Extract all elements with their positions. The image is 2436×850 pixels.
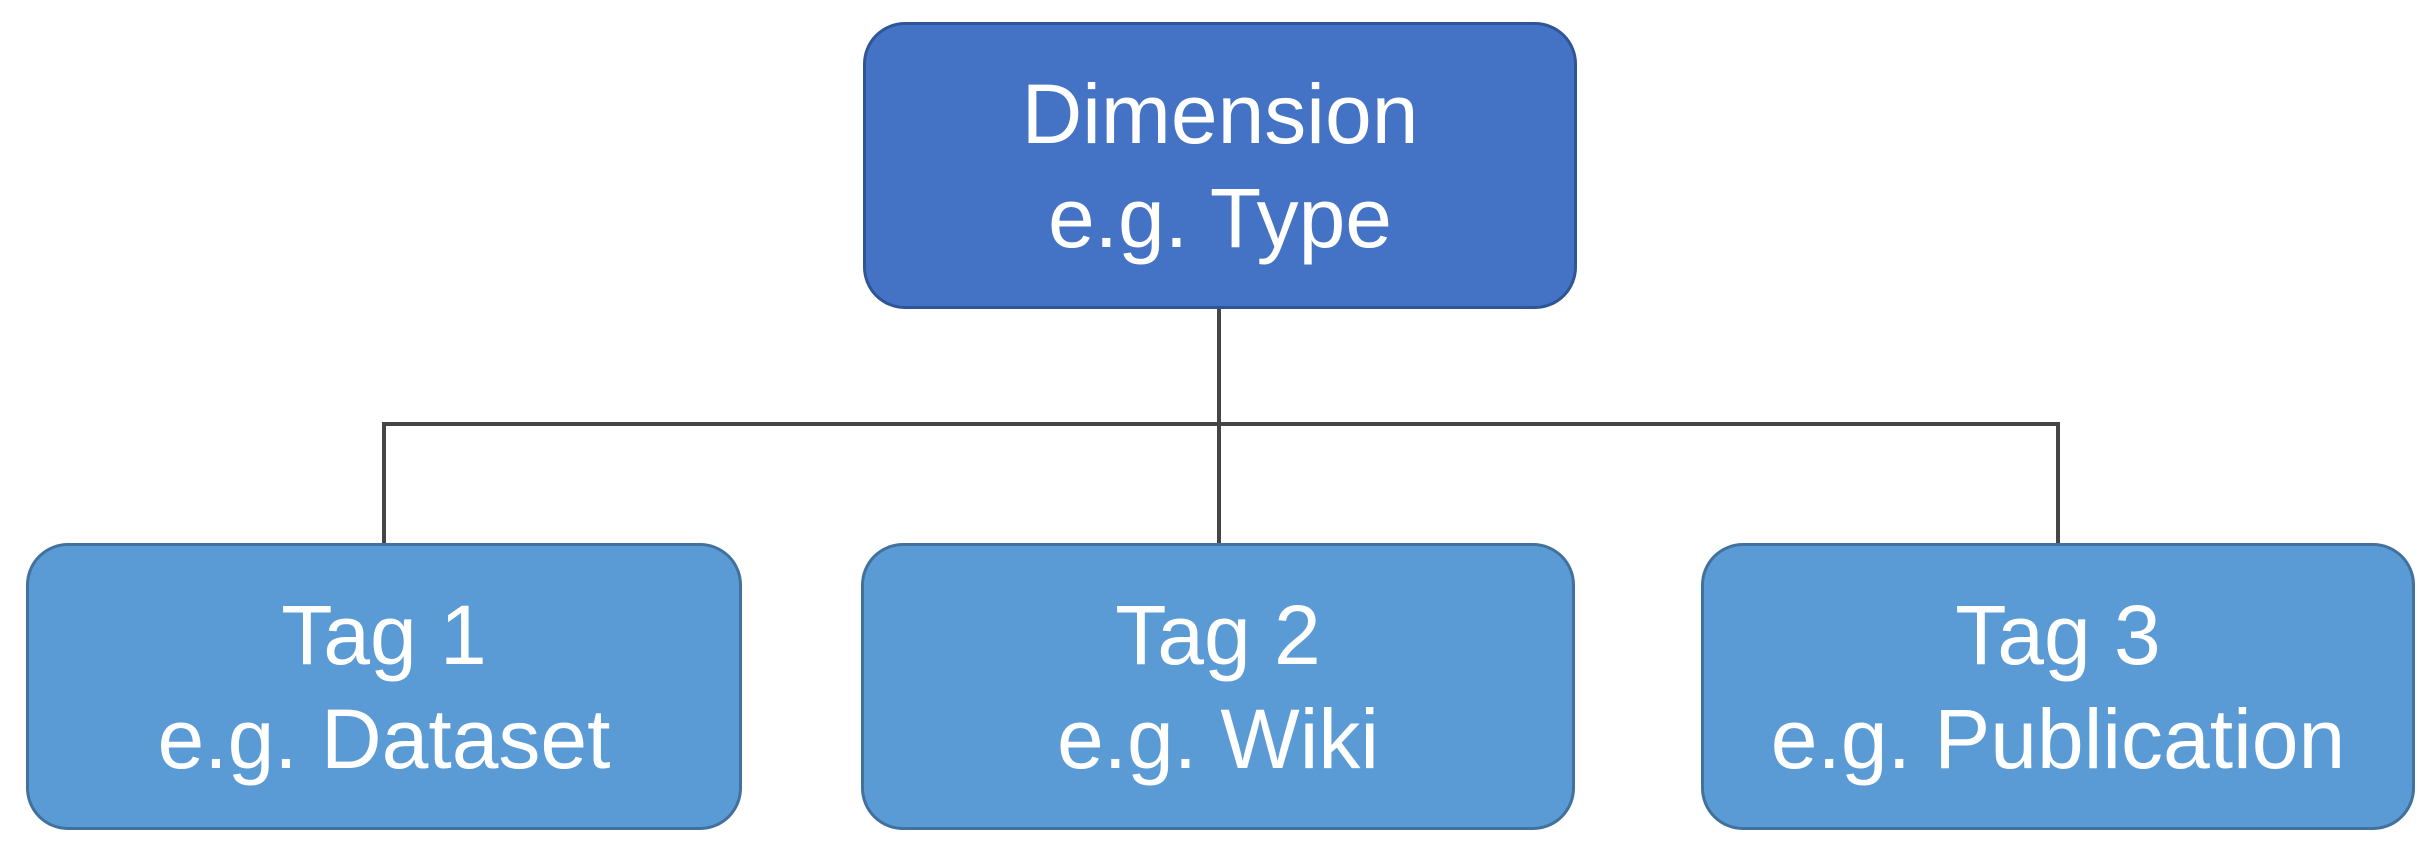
connector-bus-to-tag3 (2056, 422, 2060, 543)
connector-bus-to-tag1 (382, 422, 386, 543)
node-tag3-line2: e.g. Publication (1770, 691, 2346, 786)
node-tag2: Tag 2 e.g. Wiki (861, 543, 1575, 830)
node-tag3: Tag 3 e.g. Publication (1701, 543, 2415, 830)
node-dimension-line2: e.g. Type (1047, 170, 1393, 265)
node-tag1-line1: Tag 1 (281, 587, 487, 682)
node-dimension: Dimension e.g. Type (863, 22, 1577, 309)
node-dimension-line1: Dimension (1021, 66, 1419, 161)
node-tag1-line2: e.g. Dataset (157, 691, 611, 786)
connector-horizontal-bus (382, 422, 2060, 426)
node-tag1: Tag 1 e.g. Dataset (26, 543, 742, 830)
connector-root-to-tag2 (1217, 309, 1221, 543)
node-tag2-line1: Tag 2 (1115, 587, 1321, 682)
node-tag2-line2: e.g. Wiki (1056, 691, 1380, 786)
node-tag3-line1: Tag 3 (1955, 587, 2161, 682)
